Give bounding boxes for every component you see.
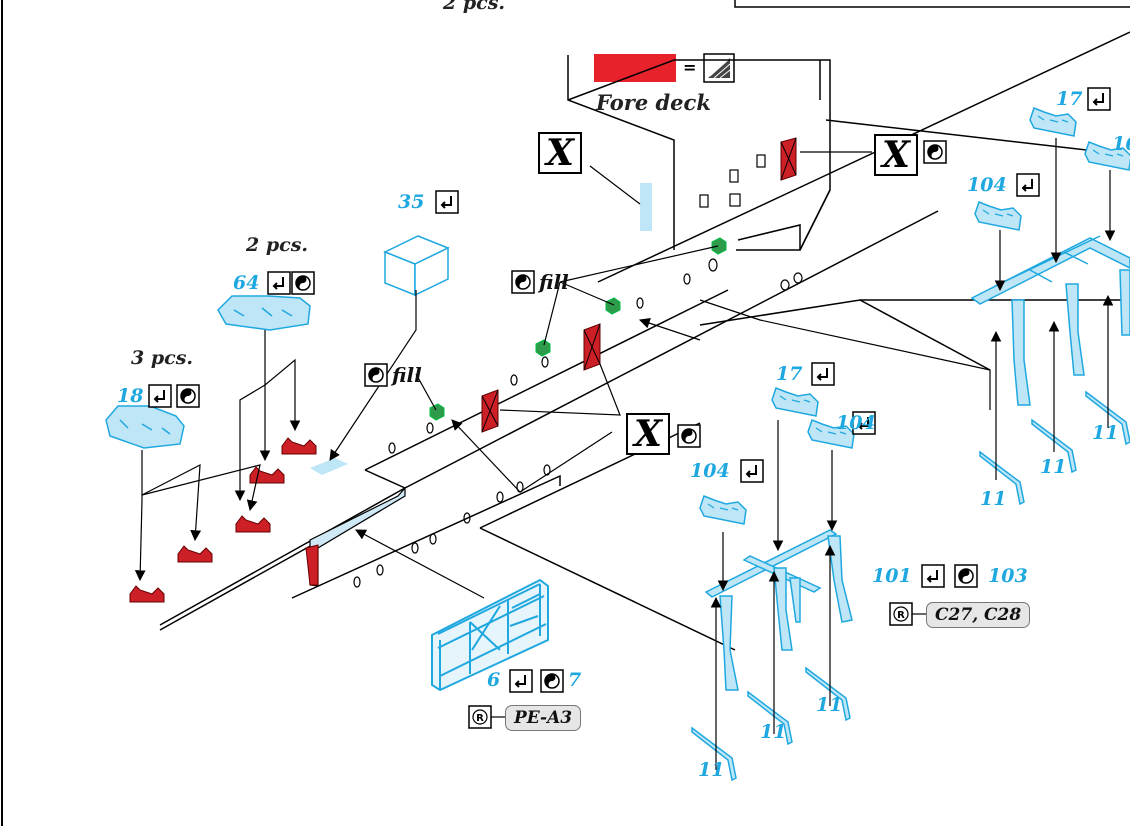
part-6-label: 6 <box>487 669 501 691</box>
fore-deck-swatch <box>594 54 676 82</box>
glue-icon <box>435 190 459 214</box>
paint-icon <box>511 270 535 294</box>
top-caption: 2 pcs. <box>443 0 506 14</box>
part-11-label: 11 <box>760 721 787 743</box>
part-11-label: 11 <box>1040 456 1067 478</box>
red-deck-bollards <box>129 437 317 603</box>
part-11-label: 11 <box>816 694 843 716</box>
part-18-label: 18 <box>117 385 144 407</box>
remove-x-icon: X <box>874 134 918 176</box>
part-64-label: 64 <box>233 272 260 294</box>
glue-icon <box>148 384 172 408</box>
glue-icon <box>509 669 533 693</box>
pe-frame-part <box>431 578 549 692</box>
leader-lines <box>134 138 1116 770</box>
glue-icon <box>921 564 945 588</box>
glue-icon <box>811 362 835 386</box>
deck-plate-marker <box>310 458 348 475</box>
part-104-label: 104 <box>690 460 730 482</box>
paint-icon <box>954 564 978 588</box>
part-11-label: 11 <box>698 759 725 781</box>
glue-icon <box>1087 87 1111 111</box>
registered-icon <box>889 602 913 626</box>
legend-equals: = <box>683 58 697 77</box>
fill-label: fill <box>392 363 422 387</box>
paint-icon <box>540 669 564 693</box>
hull <box>159 31 1130 651</box>
panel-border-top <box>734 0 1130 8</box>
glue-icon <box>267 271 291 295</box>
qty-64-label: 2 pcs. <box>246 234 309 256</box>
paint-icon <box>176 384 200 408</box>
rear-bollard-parts <box>970 107 1130 505</box>
glue-icon <box>1016 173 1040 197</box>
part-18-bracket <box>105 405 185 449</box>
part-7-label: 7 <box>568 669 582 691</box>
qty-18-label: 3 pcs. <box>131 347 194 369</box>
glue-icon <box>740 459 764 483</box>
part-101-label: 101 <box>872 565 912 587</box>
paint-icon <box>291 271 315 295</box>
part-103-label: 103 <box>988 565 1028 587</box>
part-35-label: 35 <box>398 191 425 213</box>
part-11-label: 11 <box>980 488 1007 510</box>
part-104-label: 104 <box>967 174 1007 196</box>
paint-icon <box>364 363 388 387</box>
front-bollard-parts <box>691 387 855 781</box>
part-17-label: 17 <box>1056 88 1083 110</box>
part-104-label: 104 <box>836 412 876 434</box>
paint-icon <box>677 424 701 448</box>
part-35-box <box>383 235 450 297</box>
part-64-bracket <box>217 295 311 331</box>
registered-icon <box>468 705 492 729</box>
pe-ref-badge: PE-A3 <box>505 705 582 731</box>
part-16-label: 16 <box>1112 133 1130 155</box>
part-17-label: 17 <box>776 363 803 385</box>
fore-deck-label: Fore deck <box>596 90 711 115</box>
part-11-label: 11 <box>1092 422 1119 444</box>
red-hatches <box>481 137 797 433</box>
paint-icon <box>923 140 947 164</box>
remove-x-icon: X <box>538 132 582 174</box>
green-fittings <box>429 237 727 421</box>
remove-x-icon: X <box>626 413 670 455</box>
c27-c28-ref-badge: C27, C28 <box>926 602 1031 628</box>
fill-label: fill <box>539 270 569 294</box>
removed-window-marker <box>640 183 652 231</box>
